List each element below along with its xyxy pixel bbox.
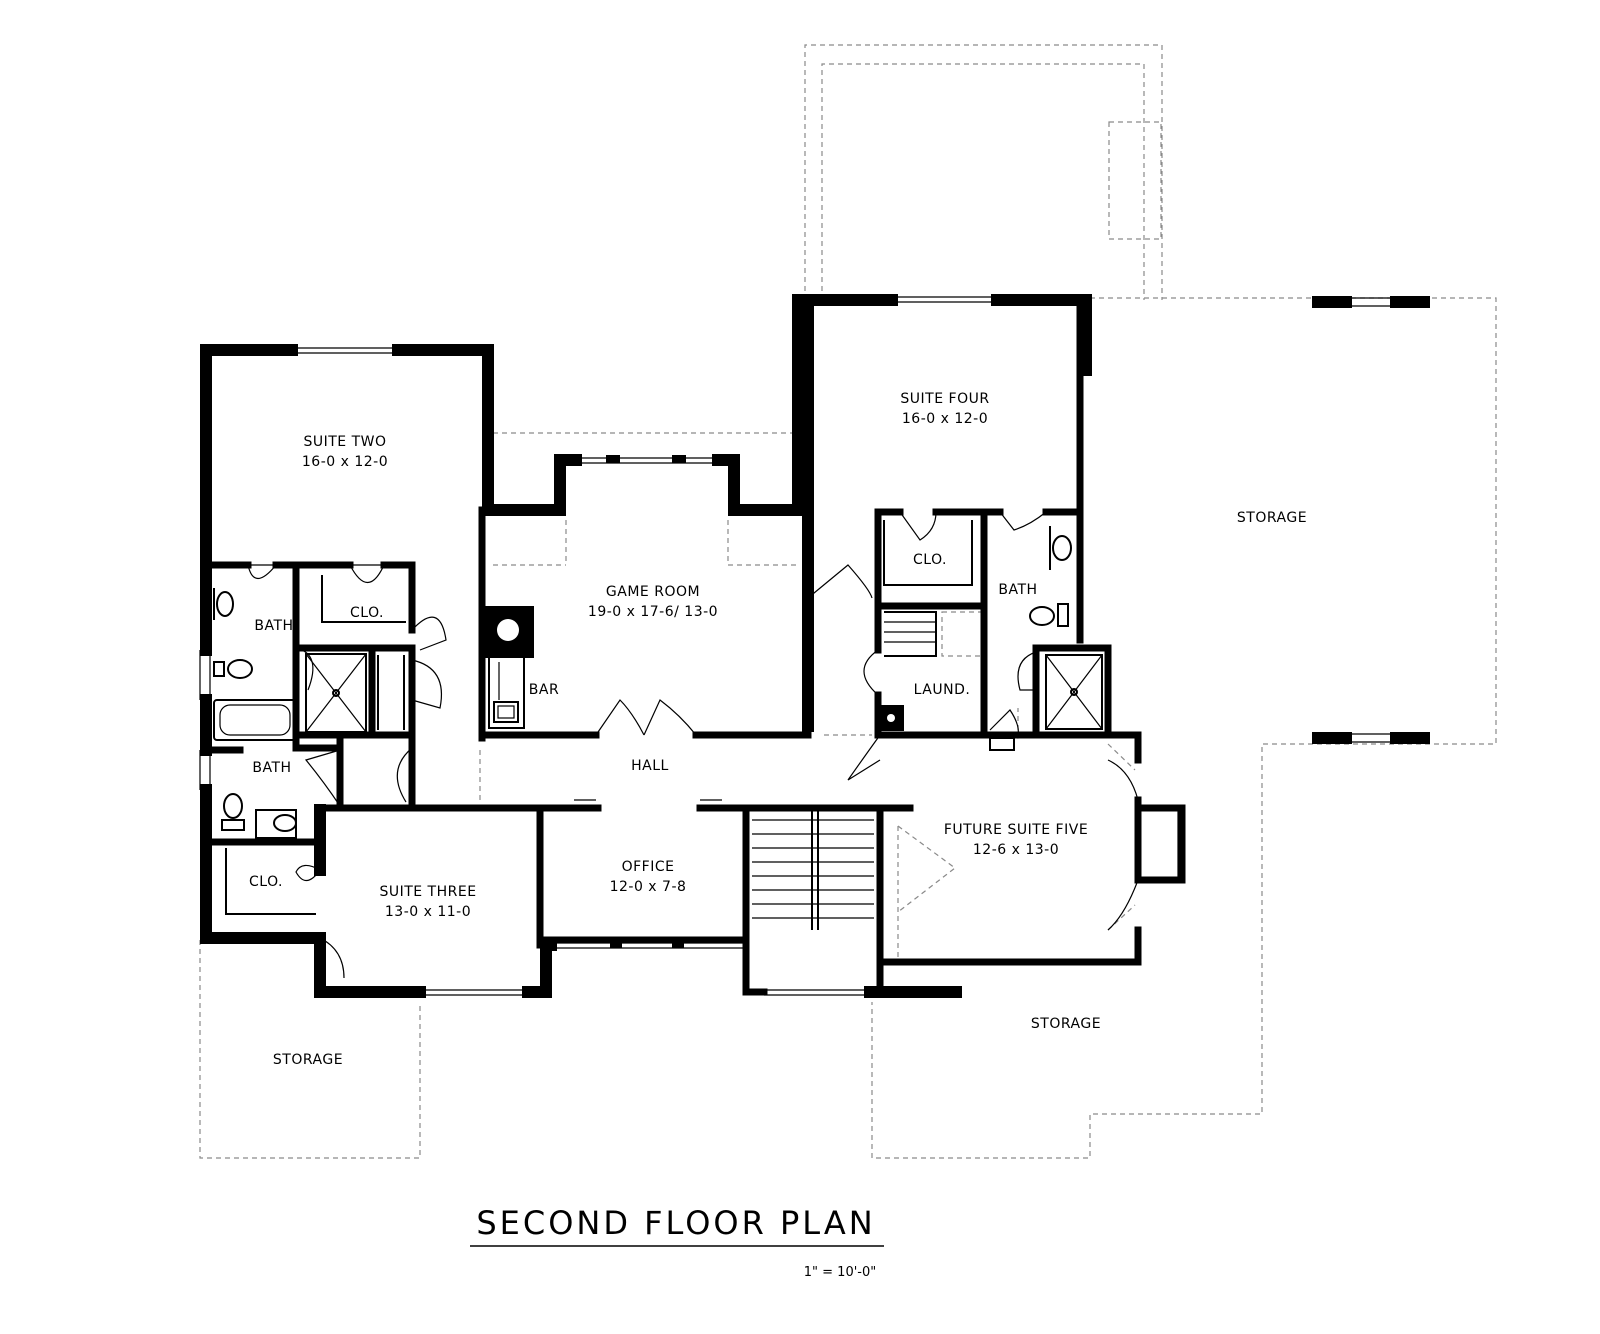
plan-title-block: SECOND FLOOR PLAN 1" = 10'-0" — [470, 1204, 884, 1280]
room-label-bath-lower-left: BATH — [252, 760, 291, 776]
room-dims-game-room: 19-0 x 17-6/ 13-0 — [588, 604, 718, 620]
room-labels: SUITE TWO 16-0 x 12-0 SUITE FOUR 16-0 x … — [249, 391, 1307, 1068]
room-label-bath-suite-four: BATH — [998, 582, 1037, 598]
room-dims-office: 12-0 x 7-8 — [610, 879, 687, 895]
staircase — [752, 808, 874, 930]
room-dims-suite-three: 13-0 x 11-0 — [385, 904, 471, 920]
room-label-storage-bottom-right: STORAGE — [1031, 1016, 1101, 1032]
room-label-storage-right: STORAGE — [1237, 510, 1307, 526]
room-label-hall: HALL — [631, 758, 669, 774]
plan-title: SECOND FLOOR PLAN — [476, 1204, 875, 1242]
exterior-walls — [200, 294, 1186, 998]
room-label-office: OFFICE — [622, 859, 675, 875]
room-label-bath-upper-left: BATH — [254, 618, 293, 634]
room-label-game-room: GAME ROOM — [606, 584, 700, 600]
room-label-clo-lower-left: CLO. — [249, 874, 283, 890]
room-label-suite-two: SUITE TWO — [303, 434, 386, 450]
room-dims-suite-four: 16-0 x 12-0 — [902, 411, 988, 427]
room-label-clo-upper-left: CLO. — [350, 605, 384, 621]
room-label-laundry: LAUND. — [914, 682, 971, 698]
dashed-outlines — [199, 44, 1497, 1159]
fixtures — [199, 296, 1430, 996]
room-label-future-suite-five: FUTURE SUITE FIVE — [944, 822, 1088, 838]
plan-scale: 1" = 10'-0" — [804, 1265, 876, 1280]
room-label-bar: BAR — [529, 682, 559, 698]
room-dims-suite-two: 16-0 x 12-0 — [302, 454, 388, 470]
room-label-suite-four: SUITE FOUR — [900, 391, 989, 407]
room-label-storage-bottom-left: STORAGE — [273, 1052, 343, 1068]
room-dims-future-suite-five: 12-6 x 13-0 — [973, 842, 1059, 858]
room-label-clo-suite-four: CLO. — [913, 552, 947, 568]
room-label-suite-three: SUITE THREE — [379, 884, 476, 900]
